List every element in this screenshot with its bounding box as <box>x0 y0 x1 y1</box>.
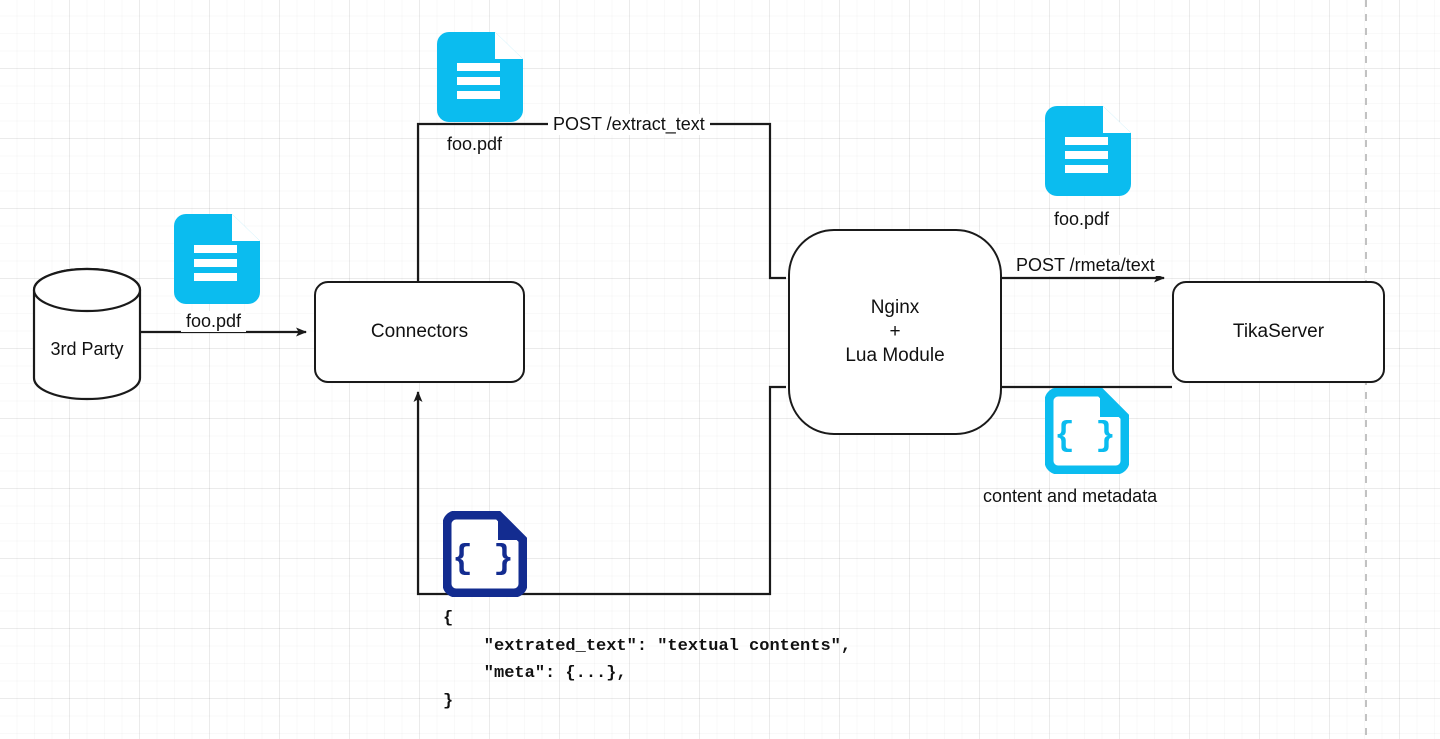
code-line-4: } <box>443 691 454 711</box>
edge-connectors-to-nginx <box>416 122 786 281</box>
node-nginx-lua[interactable]: Nginx + Lua Module <box>788 229 1002 435</box>
edge-label-foo-pdf: foo.pdf <box>181 311 247 332</box>
json-document-icon: { } <box>1045 388 1129 474</box>
label-content-and-metadata: content and metadata <box>983 486 1158 506</box>
document-icon <box>1045 106 1131 196</box>
node-nginx-label-line1: Nginx <box>870 296 920 318</box>
document-icon <box>437 32 523 122</box>
json-response-code-block: { "extrated_text": "textual contents", "… <box>443 605 851 715</box>
node-tikaserver-label: TikaServer <box>1232 320 1325 342</box>
third-party-cylinder <box>32 267 142 401</box>
node-nginx-label-line3: Lua Module <box>845 345 945 367</box>
edge-nginx-to-connectors <box>413 385 786 596</box>
code-line-2: "extrated_text": "textual contents", <box>443 636 852 656</box>
edge-label-post-extract-text: POST /extract_text <box>548 114 710 135</box>
svg-text:{ }: { } <box>452 541 513 579</box>
node-tikaserver[interactable]: TikaServer <box>1172 281 1385 383</box>
node-connectors[interactable]: Connectors <box>314 281 525 383</box>
json-document-icon: { } <box>443 511 527 597</box>
node-connectors-label: Connectors <box>370 320 469 342</box>
label-foo-pdf-right: foo.pdf <box>1054 209 1110 229</box>
node-nginx-label-line2: + <box>889 320 901 342</box>
document-icon <box>174 214 260 304</box>
label-foo-pdf-top: foo.pdf <box>447 134 503 154</box>
code-line-3: "meta": {...}, <box>443 664 627 684</box>
code-line-1: { <box>443 609 454 628</box>
edge-label-post-rmeta-text: POST /rmeta/text <box>1011 255 1160 276</box>
svg-text:{ }: { } <box>1054 418 1115 456</box>
node-third-party-label: 3rd Party <box>50 339 124 359</box>
